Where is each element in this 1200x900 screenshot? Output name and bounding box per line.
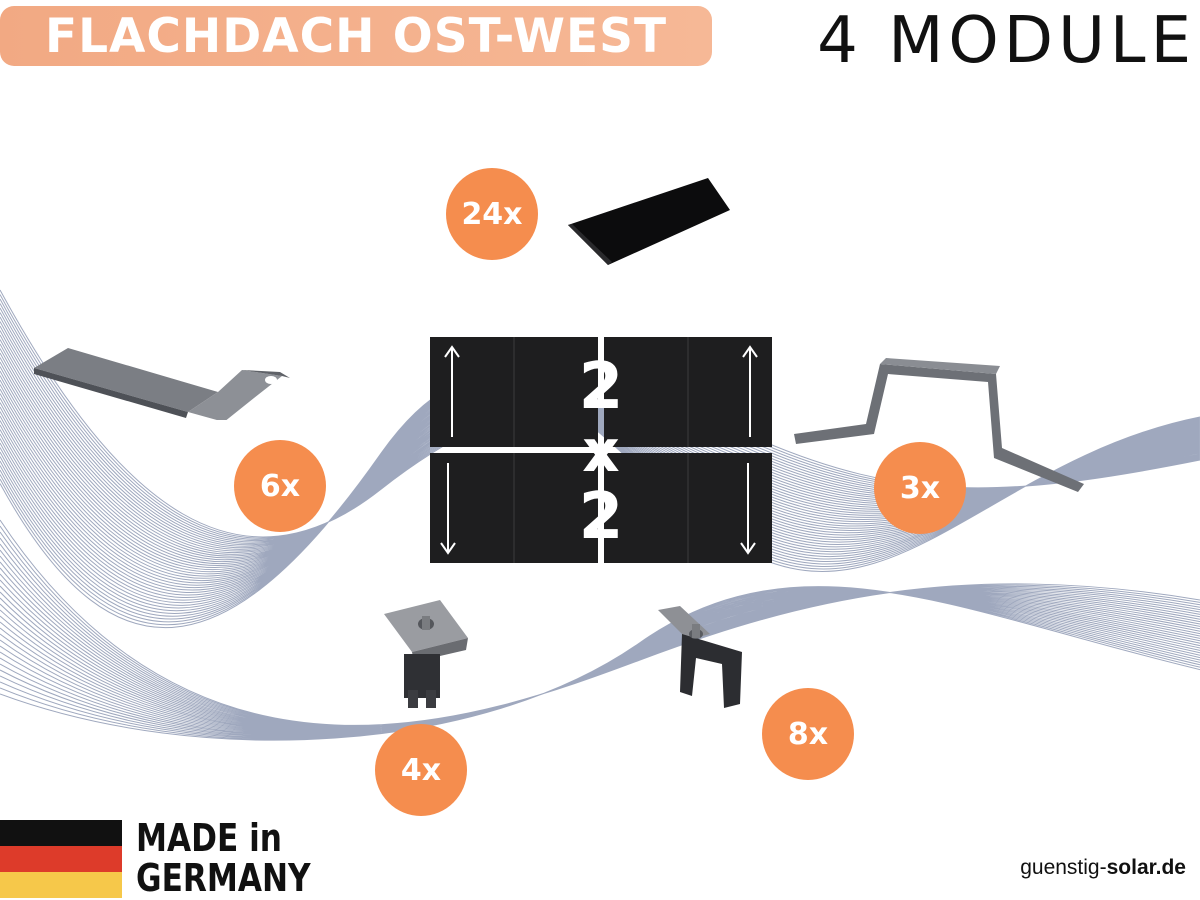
germany-line: GERMANY xyxy=(136,856,311,900)
title-banner: FLACHDACH OST-WEST xyxy=(0,6,712,66)
solar-panel xyxy=(604,337,772,447)
made-in-germany-label: MADE in GERMANY xyxy=(136,818,311,898)
module-count-heading: 4 MODULE xyxy=(817,4,1196,78)
made-in-line: MADE in xyxy=(136,816,282,860)
middle-clamp-image xyxy=(658,606,742,708)
germany-flag-icon xyxy=(0,820,122,898)
panel-multiply-sign: x xyxy=(582,417,620,485)
page-title: FLACHDACH OST-WEST xyxy=(44,8,668,64)
brand-suffix: solar.de xyxy=(1106,856,1186,879)
middle-clamp-quantity-badge: 8x xyxy=(762,688,854,780)
end-clamp-quantity-badge: 4x xyxy=(375,724,467,816)
panel-orientation-arrows xyxy=(440,345,758,555)
solar-panel-grid: 2 x 2 xyxy=(430,337,772,563)
solar-panel xyxy=(430,453,598,563)
bridge-bracket-quantity-badge: 3x xyxy=(874,442,966,534)
panel-rows-count: 2 xyxy=(578,350,624,424)
rubber-pad-image xyxy=(568,178,730,265)
roof-hook-quantity-badge: 6x xyxy=(234,440,326,532)
rubber-pad-quantity-badge: 24x xyxy=(446,168,538,260)
bridge-bracket-image xyxy=(794,358,1084,492)
panel-cols-count: 2 xyxy=(578,480,624,554)
brand-logo: guenstig-solar.de xyxy=(1020,856,1186,880)
roof-hook-image xyxy=(34,348,290,420)
brand-prefix: guenstig- xyxy=(1020,856,1107,879)
solar-panel xyxy=(604,453,772,563)
end-clamp-image xyxy=(384,600,468,708)
